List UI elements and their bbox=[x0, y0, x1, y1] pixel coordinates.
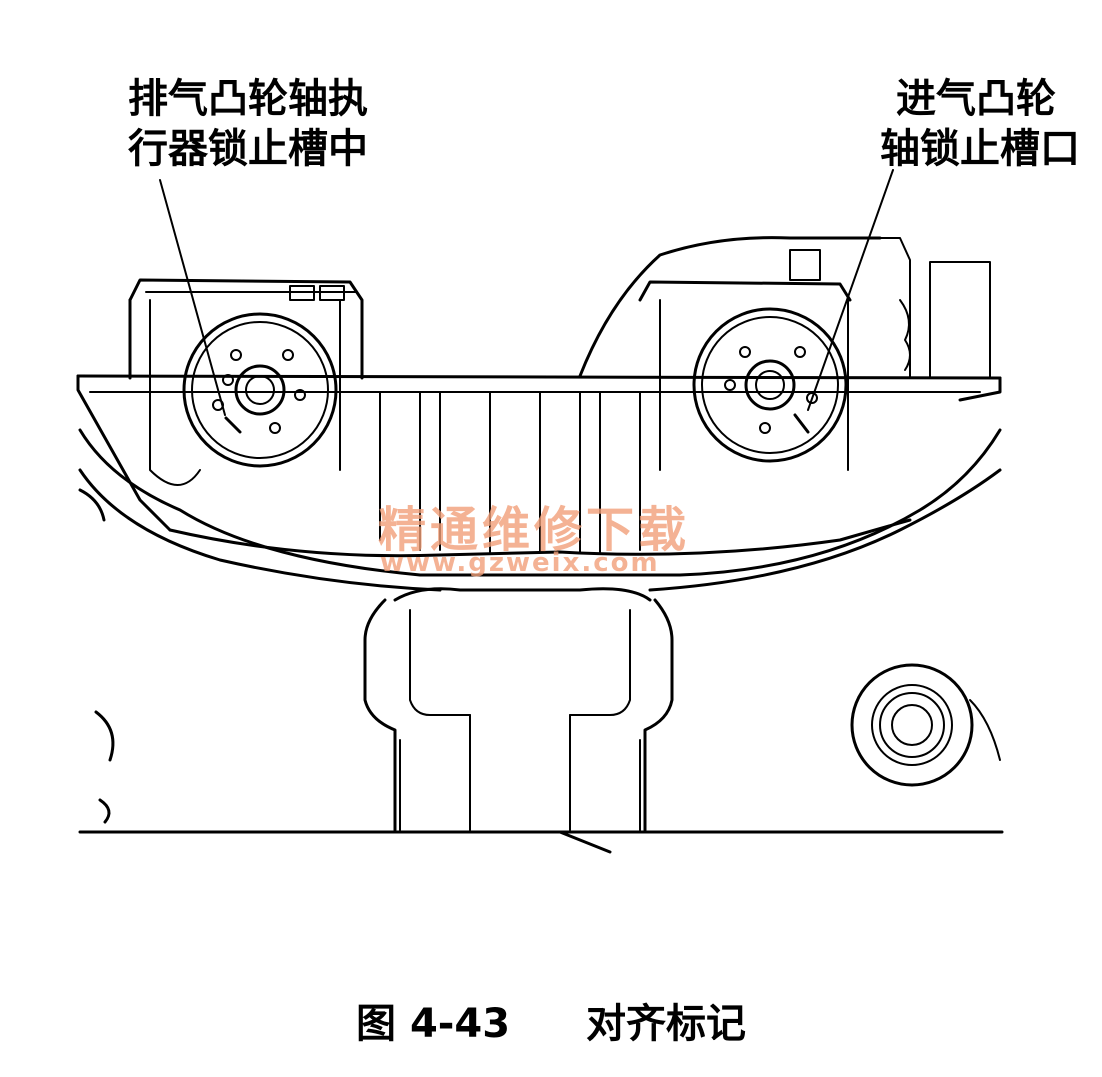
exhaust-label-line2: 行器锁止槽中 bbox=[128, 126, 368, 172]
exhaust-lock-slot-label: 排气凸轮轴执 行器锁止槽中 bbox=[128, 74, 368, 174]
exhaust-camshaft-sprocket bbox=[182, 312, 338, 468]
figure-caption: 图 4-43 对齐标记 bbox=[0, 998, 1102, 1050]
leader-lines bbox=[159, 169, 894, 416]
intake-leader-line bbox=[807, 169, 894, 411]
exhaust-label-line1: 排气凸轮轴执 bbox=[128, 76, 368, 122]
lower-front-cover bbox=[78, 587, 1004, 854]
intake-lock-slot-label: 进气凸轮 轴锁止槽口 bbox=[880, 74, 1080, 174]
intake-camshaft-sprocket bbox=[692, 307, 848, 463]
exhaust-leader-line bbox=[159, 179, 226, 416]
head-center-ribs bbox=[379, 391, 641, 553]
intake-cam-housing bbox=[578, 236, 991, 471]
watermark-text: 精通维修下载 bbox=[378, 502, 691, 558]
watermark-url: www.gzweix.com bbox=[380, 548, 660, 578]
figure-title: 对齐标记 bbox=[585, 1001, 746, 1047]
figure-number: 图 4-43 bbox=[356, 1001, 511, 1047]
exhaust-cam-housing bbox=[128, 278, 364, 486]
intake-label-line2: 轴锁止槽口 bbox=[880, 126, 1080, 172]
side-idler-pulley bbox=[850, 663, 1001, 787]
left-edge-arcs bbox=[78, 488, 115, 824]
intake-label-line1: 进气凸轮 bbox=[896, 76, 1056, 122]
